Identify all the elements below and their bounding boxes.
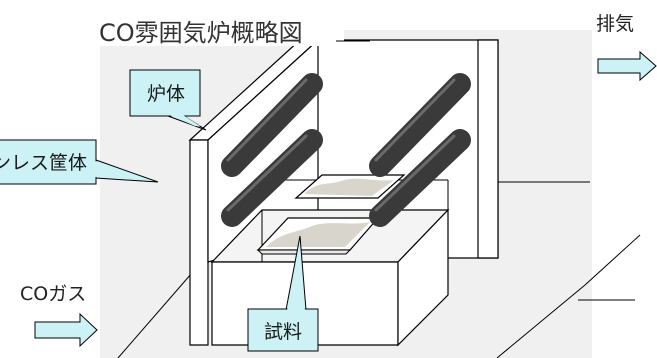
furnace-left-wall-front [189,139,209,346]
sample-powder-front [266,222,370,247]
exhaust-arrow [597,50,657,82]
heater-rod-right-upper-highlight [374,78,456,162]
heater-rod-left-lower [221,129,323,227]
sample-powder-back [304,178,394,196]
floor-line-right-diag [496,284,586,358]
heater-rod-left-upper-highlight [226,78,308,162]
heater-rod-left-lower-highlight [226,134,308,212]
callout-housing-tail-cover [95,161,140,180]
callout-sample-tail-cover [287,250,305,311]
sample-tray-front-lip [256,249,352,255]
heater-rod-right-lower-highlight [374,134,456,212]
callout-housing-label: ンレス筐体 [0,152,87,174]
base-block-side [397,208,449,347]
exhaust-label: 排気 [596,13,634,35]
callout-furnace-body-label: 炉体 [147,83,185,105]
heater-rod-left-upper [221,73,323,177]
callout-sample-box [247,308,319,352]
heater-rod-right-lower [369,129,471,227]
floor-line-right [584,234,641,286]
furnace-right-wall-front [477,39,499,259]
callout-furnace-body-box [129,69,201,117]
callout-sample-label: 試料 [264,321,302,343]
title-backdrop [98,12,344,46]
heater-rod-right-upper [369,73,471,177]
co-gas-arrow [34,312,98,348]
diagram-title: CO雰囲気炉概略図 [99,19,303,47]
co-gas-label: COガス [20,283,86,305]
callout-furnace-body-tail-cover [169,115,200,126]
